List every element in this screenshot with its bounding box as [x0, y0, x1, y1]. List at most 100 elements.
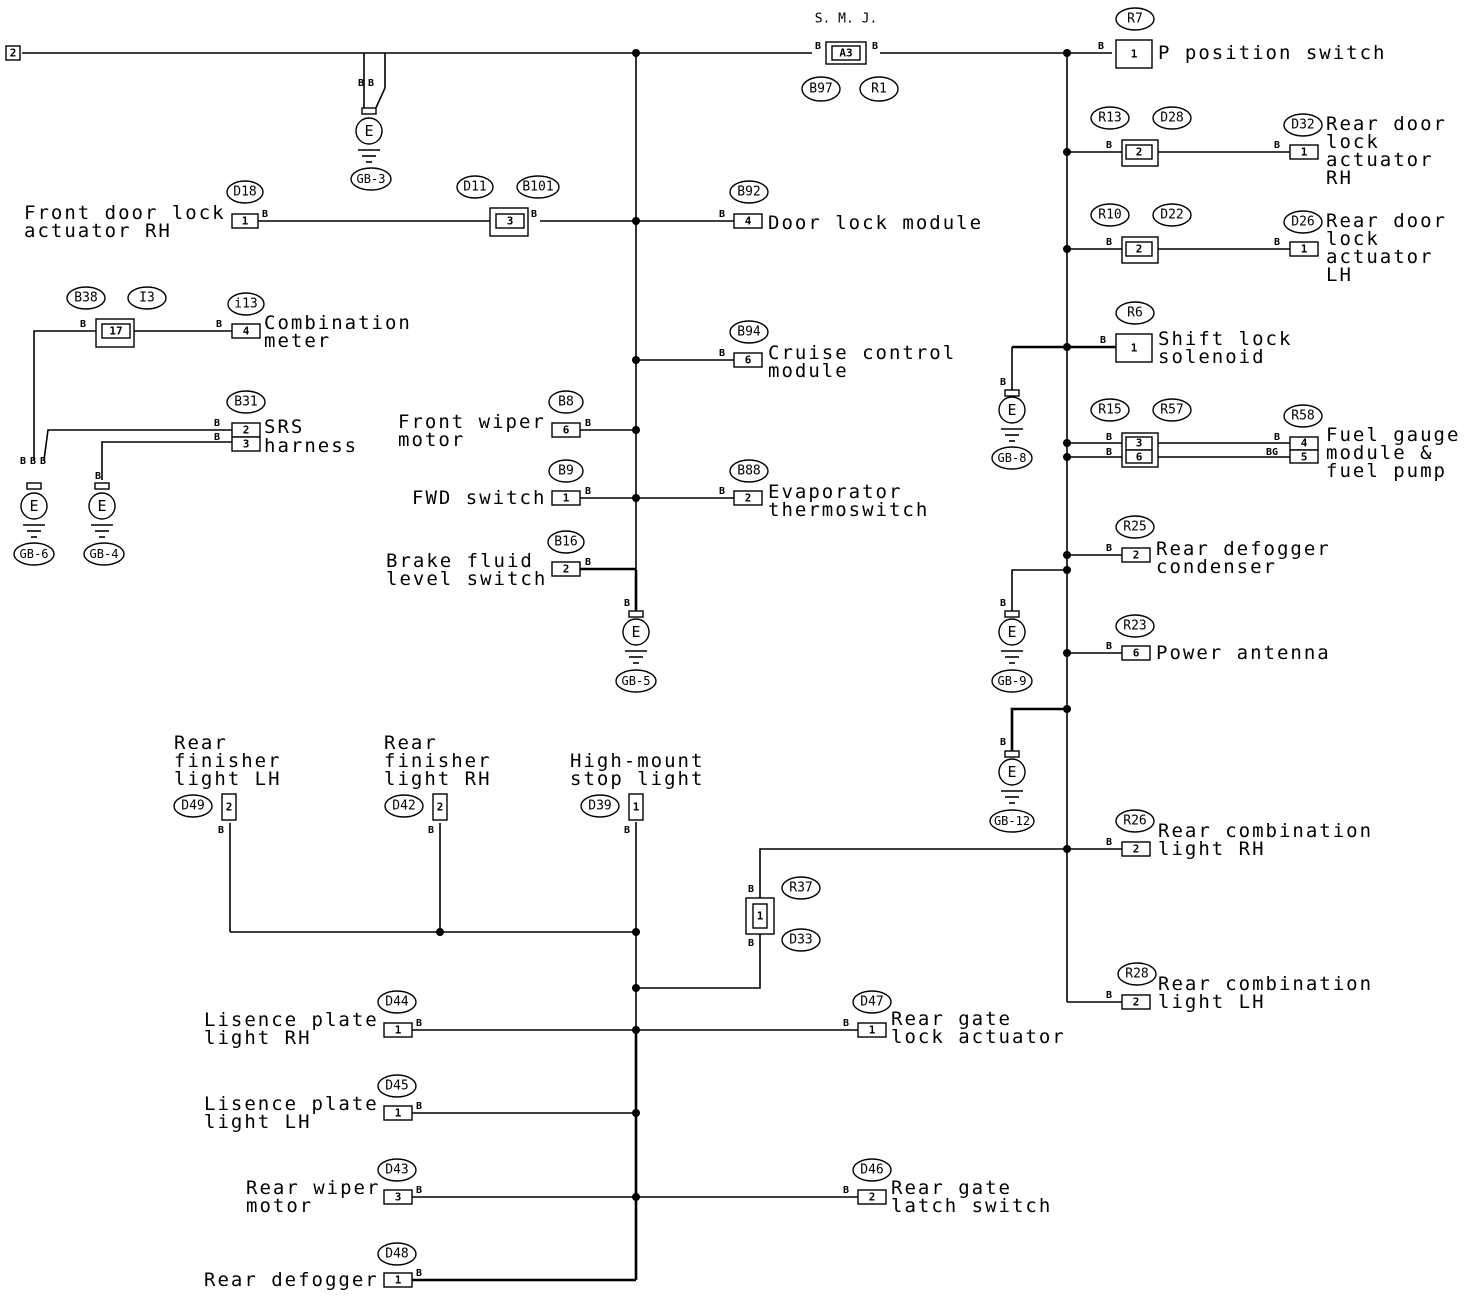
rear-finisher-light-rh: Rear finisher light RH D42 2 B: [384, 732, 490, 836]
svg-text:B: B: [1100, 335, 1106, 346]
svg-text:B: B: [358, 78, 364, 89]
svg-text:3: 3: [507, 215, 514, 228]
svg-text:Rear defogger: Rear defogger: [1156, 538, 1331, 560]
svg-text:R7: R7: [1127, 12, 1143, 27]
svg-text:D32: D32: [1291, 118, 1314, 133]
svg-text:B: B: [214, 432, 220, 443]
svg-text:B: B: [20, 456, 26, 467]
svg-text:light LH: light LH: [1158, 991, 1266, 1013]
svg-text:Rear gate: Rear gate: [891, 1008, 1012, 1030]
svg-text:light RH: light RH: [204, 1027, 312, 1049]
svg-text:motor: motor: [398, 429, 465, 451]
svg-text:B: B: [1106, 432, 1112, 443]
svg-text:4: 4: [745, 215, 752, 228]
high-mount-stop-light: High-mount stop light D39 1 B: [570, 750, 704, 836]
svg-text:B: B: [1000, 377, 1006, 388]
svg-text:4: 4: [1301, 437, 1308, 450]
svg-text:B97: B97: [809, 82, 832, 97]
svg-text:latch switch: latch switch: [891, 1195, 1052, 1217]
svg-text:E: E: [29, 497, 38, 515]
smj-connector: S. M. J. A3 B B B97 R1: [801, 12, 899, 102]
combination-meter: B38 I3 B 17 i13 B 4 Combination meter: [66, 286, 410, 352]
svg-text:6: 6: [1133, 647, 1140, 660]
svg-text:4: 4: [243, 325, 250, 338]
svg-text:P position switch: P position switch: [1158, 42, 1386, 64]
svg-text:6: 6: [563, 424, 570, 437]
svg-text:1: 1: [395, 1274, 402, 1287]
svg-text:E: E: [364, 122, 373, 140]
ground-gb4: B E GB-4: [83, 471, 125, 566]
svg-text:D39: D39: [588, 799, 611, 814]
svg-text:light LH: light LH: [174, 768, 282, 790]
svg-text:E: E: [1007, 401, 1016, 419]
svg-text:R57: R57: [1160, 403, 1183, 418]
svg-text:B92: B92: [737, 185, 760, 200]
svg-text:i13: i13: [234, 297, 257, 312]
svg-text:Rear: Rear: [174, 732, 228, 754]
rear-finisher-light-lh: Rear finisher light LH D49 2 B: [173, 732, 282, 836]
fuel-gauge-module-fuel-pump: R15 R57 B B 3 6 R58 B BG 4 5 Fuel gauge …: [1090, 398, 1460, 482]
svg-text:D46: D46: [860, 1163, 883, 1178]
svg-text:3: 3: [243, 438, 250, 451]
rear-door-lock-actuator-rh: R13 D28 B 2 D32 B 1 Rear door lock actua…: [1090, 106, 1445, 189]
svg-text:D28: D28: [1160, 111, 1183, 126]
power-antenna: R23 B 6 Power antenna: [1106, 614, 1329, 664]
ground-gb8: B E GB-8: [991, 377, 1033, 470]
svg-text:E: E: [97, 497, 106, 515]
svg-text:D49: D49: [181, 799, 204, 814]
svg-text:B: B: [1106, 447, 1112, 458]
svg-text:B: B: [368, 78, 374, 89]
svg-text:solenoid: solenoid: [1158, 346, 1266, 368]
junction-dots: [436, 49, 1071, 1201]
svg-text:R58: R58: [1291, 409, 1314, 424]
svg-text:level switch: level switch: [386, 568, 547, 590]
svg-text:High-mount: High-mount: [570, 750, 704, 772]
svg-text:B: B: [1106, 837, 1112, 848]
svg-text:actuator: actuator: [1326, 149, 1434, 171]
svg-text:light RH: light RH: [1158, 838, 1266, 860]
svg-text:1: 1: [633, 801, 640, 814]
svg-text:BG: BG: [1266, 447, 1278, 458]
wires: [22, 52, 1290, 1282]
svg-text:GB-5: GB-5: [622, 674, 651, 688]
svg-text:B: B: [1000, 737, 1006, 748]
svg-text:1: 1: [563, 492, 570, 505]
svg-text:2: 2: [437, 801, 444, 814]
svg-text:actuator: actuator: [1326, 246, 1434, 268]
svg-text:B: B: [1274, 140, 1280, 151]
license-plate-light-lh: Lisence plate light LH D45 1 B: [204, 1074, 422, 1133]
svg-text:3: 3: [1136, 437, 1143, 450]
svg-text:Lisence plate: Lisence plate: [204, 1009, 379, 1031]
svg-text:GB-9: GB-9: [998, 674, 1027, 688]
svg-text:2: 2: [1133, 843, 1140, 856]
svg-text:B: B: [585, 486, 591, 497]
rear-combination-light-rh: R26 B 2 Rear combination light RH: [1106, 809, 1371, 860]
svg-text:B: B: [1106, 140, 1112, 151]
svg-text:module: module: [768, 360, 849, 382]
rear-defogger-condenser: R25 B 2 Rear defogger condenser: [1106, 515, 1331, 578]
svg-text:B: B: [1106, 237, 1112, 248]
svg-text:1: 1: [757, 910, 764, 923]
smj-label: S. M. J.: [815, 12, 878, 27]
svg-text:2: 2: [563, 563, 570, 576]
svg-text:B: B: [719, 486, 725, 497]
svg-text:thermoswitch: thermoswitch: [768, 499, 929, 521]
svg-text:fuel pump: fuel pump: [1326, 460, 1447, 482]
svg-text:B: B: [719, 209, 725, 220]
svg-text:B94: B94: [737, 325, 761, 340]
svg-text:RH: RH: [1326, 167, 1353, 189]
svg-text:2: 2: [869, 1191, 876, 1204]
svg-text:6: 6: [1136, 451, 1143, 464]
front-wiper-motor: Front wiper motor B8 6 B: [398, 390, 591, 451]
svg-text:D44: D44: [385, 995, 409, 1010]
svg-text:2: 2: [745, 492, 752, 505]
evaporator-thermoswitch: B88 B 2 Evaporator thermoswitch: [719, 459, 929, 521]
brake-fluid-level-switch: Brake fluid level switch B16 2 B: [386, 530, 591, 590]
svg-text:condenser: condenser: [1156, 556, 1277, 578]
svg-text:D22: D22: [1160, 208, 1183, 223]
svg-text:Fuel gauge: Fuel gauge: [1326, 424, 1460, 446]
srs-harness: B31 B B 2 3 SRS harness: [214, 390, 356, 457]
svg-text:B: B: [719, 348, 725, 359]
svg-text:Shift lock: Shift lock: [1158, 328, 1292, 350]
svg-text:B: B: [1106, 641, 1112, 652]
